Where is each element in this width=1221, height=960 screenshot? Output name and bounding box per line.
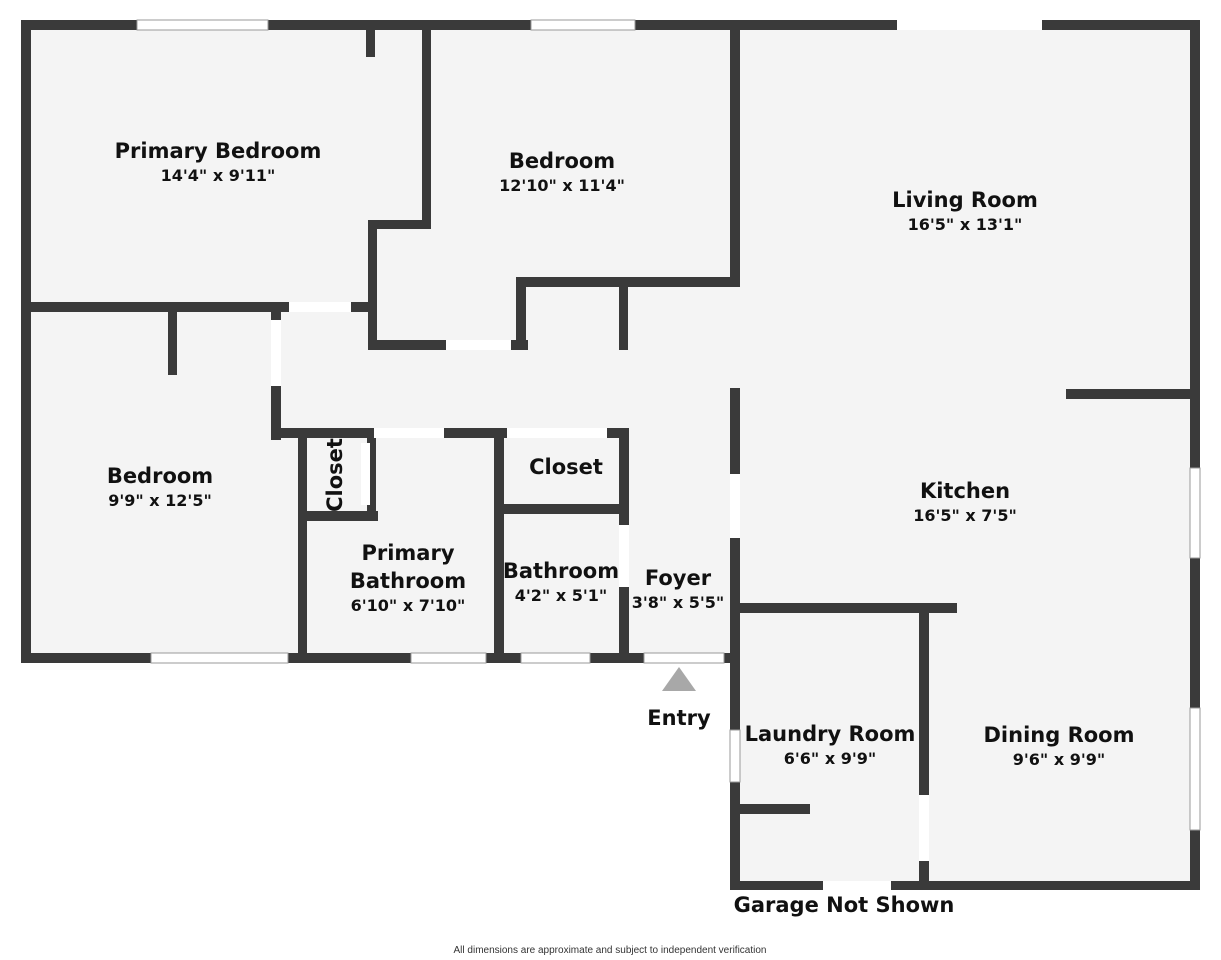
wall xyxy=(368,220,431,229)
room-name-laundry-room: Laundry Room xyxy=(745,722,916,746)
window xyxy=(136,19,269,31)
room-name-dining-room: Dining Room xyxy=(984,723,1135,747)
window xyxy=(507,428,607,438)
wall xyxy=(735,804,810,814)
wall xyxy=(516,277,526,350)
wall xyxy=(367,428,376,521)
wall xyxy=(366,22,375,57)
room-dims-primary-bathroom: 6'10" x 7'10" xyxy=(351,596,466,615)
window xyxy=(897,20,1042,30)
room-name-primary-bathroom-line1: Primary xyxy=(361,541,454,565)
window xyxy=(289,302,351,312)
floor-east-wing xyxy=(735,600,1198,888)
room-dims-kitchen: 16'5" x 7'5" xyxy=(913,506,1017,525)
wall xyxy=(1066,389,1196,399)
room-dims-laundry-room: 6'6" x 9'9" xyxy=(784,749,876,768)
outer-wall-left xyxy=(21,20,31,663)
windows xyxy=(136,19,1201,890)
room-name-bedroom-top: Bedroom xyxy=(509,149,615,173)
window xyxy=(619,525,629,587)
window xyxy=(374,428,444,438)
entry-door xyxy=(643,652,725,664)
outer-wall-right xyxy=(1190,20,1200,890)
floor-areas xyxy=(22,22,1198,888)
window xyxy=(530,19,636,31)
window xyxy=(1189,467,1201,559)
disclaimer: All dimensions are approximate and subje… xyxy=(454,945,767,956)
garage-note: Garage Not Shown xyxy=(734,893,955,917)
room-dims-bathroom: 4'2" x 5'1" xyxy=(515,586,607,605)
wall xyxy=(298,428,307,660)
room-dims-dining-room: 9'6" x 9'9" xyxy=(1013,750,1105,769)
room-name-kitchen: Kitchen xyxy=(920,479,1010,503)
window xyxy=(1189,707,1201,831)
wall xyxy=(368,220,377,350)
wall xyxy=(168,305,177,375)
room-dims-primary-bedroom: 14'4" x 9'11" xyxy=(161,166,276,185)
wall xyxy=(422,22,431,229)
room-dims-living-room: 16'5" x 13'1" xyxy=(908,215,1023,234)
wall xyxy=(271,428,629,438)
window xyxy=(823,881,891,890)
room-dims-bedroom-top: 12'10" x 11'4" xyxy=(499,176,625,195)
entry-label: Entry xyxy=(647,706,711,730)
wall xyxy=(298,511,378,521)
window xyxy=(730,474,740,538)
floor-main xyxy=(22,22,1198,659)
wall xyxy=(919,603,929,890)
window xyxy=(361,443,370,505)
wall xyxy=(730,22,740,287)
window xyxy=(410,652,487,664)
room-dims-bedroom-left: 9'9" x 12'5" xyxy=(108,491,212,510)
room-name-living-room: Living Room xyxy=(892,188,1038,212)
window xyxy=(919,795,929,861)
window xyxy=(729,729,741,783)
outer-wall-bottom-west xyxy=(21,653,738,663)
wall xyxy=(619,280,628,350)
window xyxy=(520,652,591,664)
wall xyxy=(494,504,629,514)
room-name-closet-center: Closet xyxy=(529,455,603,479)
room-name-primary-bathroom-line2: Bathroom xyxy=(350,569,466,593)
entry-arrow-icon xyxy=(662,667,696,691)
outer-wall-east-bottom xyxy=(730,881,1200,890)
room-name-primary-bedroom: Primary Bedroom xyxy=(115,139,322,163)
room-name-bedroom-left: Bedroom xyxy=(107,464,213,488)
window xyxy=(150,652,289,664)
wall xyxy=(494,428,504,660)
room-name-closet-vertical: Closet xyxy=(323,438,347,512)
room-name-foyer: Foyer xyxy=(645,566,712,590)
room-name-bathroom: Bathroom xyxy=(503,559,619,583)
room-dims-foyer: 3'8" x 5'5" xyxy=(632,593,724,612)
wall xyxy=(730,603,957,613)
window xyxy=(271,320,281,386)
window xyxy=(446,340,511,350)
wall xyxy=(22,302,377,312)
